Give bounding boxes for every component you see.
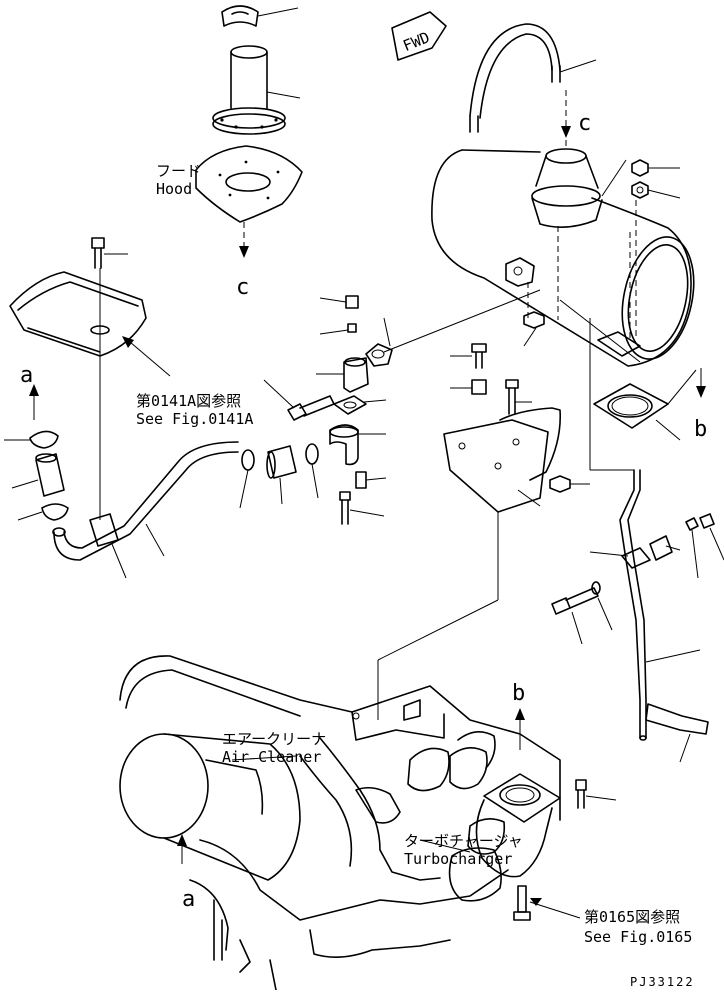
marker-a-bottom: a [182, 887, 195, 912]
drawing-code: PJ33122 [630, 975, 695, 989]
hood-label-jp: フード [156, 162, 201, 180]
air-cleaner [119, 733, 301, 881]
muffler-nuts [631, 159, 681, 199]
a-arrow-bottom [177, 834, 187, 846]
fig0141a-label-jp: 第0141A図参照 [136, 392, 241, 410]
fwd-label: FWD [400, 28, 432, 55]
hood-plate [195, 145, 303, 258]
muffler-mount-stud [505, 257, 535, 320]
heat-shield [9, 268, 171, 520]
a-arrow-top [29, 384, 39, 396]
pipe-clamps-left [4, 430, 69, 521]
exhaust-clamp-top [221, 5, 299, 27]
outlet-gasket [593, 369, 697, 441]
fwd-arrow-sign: FWD [391, 11, 447, 61]
marker-c-bottom: c [236, 275, 249, 300]
fig0165-label-en: See Fig.0165 [584, 928, 692, 946]
flange-gasket-small [333, 317, 393, 415]
marker-b-bottom: b [512, 681, 525, 706]
air-cleaner-label-jp: エアークリーナ [222, 730, 326, 748]
b-arrow-right [696, 386, 706, 398]
turbo-label-jp: ターボチャージャ [404, 832, 523, 850]
fig0141a-label-en: See Fig.0141A [136, 410, 253, 428]
exhaust-stack-pipe [212, 45, 301, 135]
heat-shield-bolt [91, 237, 128, 269]
tail-pipe-bolts [551, 581, 709, 763]
elbow-fitting [316, 357, 369, 393]
turbo-flange-bolts [513, 779, 617, 921]
engine-outline [119, 655, 561, 991]
elbow-pipe [329, 424, 387, 525]
marker-a-top: a [20, 363, 33, 388]
muffler-outlet-flange [589, 318, 641, 470]
mounting-bolt-center [263, 379, 335, 421]
hood-label-en: Hood [156, 180, 192, 198]
exhaust-pipe-left [52, 441, 239, 579]
rain-cap-fitting [319, 295, 359, 335]
intake-manifold-cylinders [355, 731, 506, 855]
air-cleaner-label-en: Air Cleaner [222, 748, 321, 766]
muffler-bracket [443, 407, 562, 513]
hose-and-clamps [239, 443, 319, 509]
tail-pipe-clamp [589, 513, 724, 579]
fig0165-label-jp: 第0165図参照 [584, 908, 680, 926]
tail-pipe [590, 469, 701, 741]
marker-c-top: c [578, 111, 591, 136]
muffler-strap [469, 23, 597, 133]
turbocharger [419, 773, 561, 902]
marker-b-right: b [694, 417, 707, 442]
b-arrow-bottom [515, 708, 525, 720]
bracket-bolts [450, 311, 590, 493]
muffler-inlet-cone [531, 90, 627, 320]
turbo-label-en: Turbocharger [404, 850, 512, 868]
muffler-body [431, 149, 695, 367]
